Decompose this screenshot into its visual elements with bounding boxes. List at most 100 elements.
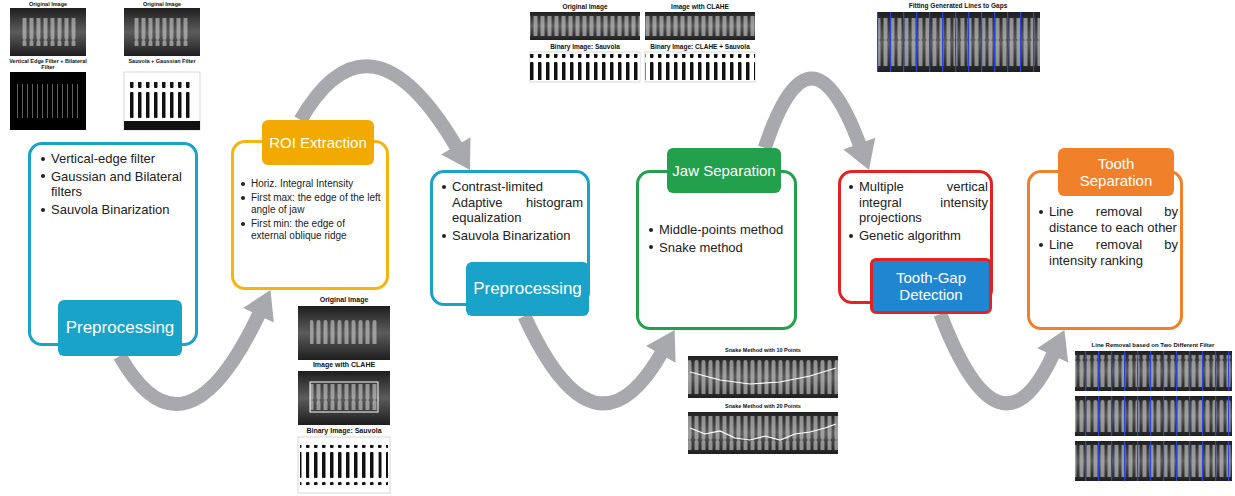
bullet-text: Middle-points method	[659, 222, 783, 237]
bullet-dot	[442, 234, 446, 238]
image-caption: Sauvola + Gaussian Filter	[118, 58, 206, 64]
arrow-head	[243, 290, 274, 323]
stage-tab: Tooth Separation	[1058, 148, 1174, 196]
teeth-band	[688, 360, 838, 394]
stage-tab: Tooth-Gap Detection	[870, 258, 992, 314]
gap-lines	[1075, 396, 1232, 436]
stage-box: PreprocessingVertical-edge filterGaussia…	[28, 142, 198, 356]
xray-ground	[1075, 396, 1232, 436]
bullet-list: Middle-points methodSnake method	[648, 222, 791, 257]
xray-ground	[10, 8, 86, 56]
bullet-text: Snake method	[659, 240, 743, 255]
teeth-band	[530, 16, 640, 36]
binary-ground	[530, 52, 640, 82]
bullet-text: Gaussian and Bilateral filters	[51, 169, 182, 200]
binary-thumbnail	[645, 52, 755, 82]
stage-box: Preprocessing Contrast-limited Adaptive h…	[430, 170, 590, 316]
binary-thumbnail	[530, 52, 640, 82]
binary-thumbnail	[298, 437, 390, 493]
xray-ground	[688, 412, 838, 454]
bullet-list: Horiz. Integral IntensityFirst max: the …	[240, 178, 382, 244]
xray-thumbnail	[298, 306, 390, 360]
binary-teeth	[645, 54, 755, 80]
image-caption: Binary Image: Sauvola	[528, 43, 642, 50]
bullet-item: Vertical-edge filter	[40, 151, 190, 167]
snake-line	[690, 424, 836, 440]
snake-thumbnail	[688, 356, 838, 398]
xray-ground	[1075, 441, 1232, 481]
image-caption: Snake Method with 10 Points	[688, 347, 838, 353]
bullet-item: Line removal by distance to each other	[1038, 204, 1178, 235]
arrow-head	[1037, 330, 1068, 363]
edge-thumbnail	[10, 72, 86, 130]
bullet-text: First max: the edge of the left angle of…	[251, 192, 381, 215]
bullet-item: Genetic algorithm	[848, 228, 988, 244]
image-caption: Original Image	[296, 296, 392, 304]
gap-lines	[1075, 351, 1232, 391]
teeth-band	[20, 18, 76, 46]
bullet-dot	[442, 185, 446, 189]
image-caption: Binary Image: Sauvola	[296, 427, 392, 435]
bullet-item: Sauvola Binarization	[441, 228, 583, 244]
bullet-dot	[849, 234, 853, 238]
arrow-shaft	[524, 316, 661, 403]
bullet-text: Horiz. Integral Intensity	[251, 178, 353, 189]
teeth-band	[134, 18, 190, 46]
bullet-dot	[649, 228, 653, 232]
xray-ground	[124, 8, 200, 56]
bullet-item: First max: the edge of the left angle of…	[240, 192, 382, 216]
stage-tab: Preprocessing	[466, 262, 589, 316]
binary-ground	[645, 52, 755, 82]
stage-title: Tooth-Gap Detection	[878, 269, 984, 304]
xray-ground	[298, 306, 390, 360]
xray-ground	[530, 12, 640, 40]
xray-thumbnail	[10, 8, 86, 56]
bullet-dot	[241, 222, 245, 226]
curved-arrow	[765, 78, 875, 170]
bullet-text: Vertical-edge filter	[51, 151, 155, 166]
snake-thumbnail	[688, 412, 838, 454]
bullet-item: Snake method	[648, 240, 791, 256]
bullet-text: Contrast-limited Adaptive histogram equa…	[452, 179, 583, 225]
image-caption: Vertical Edge Filter + Bilateral Filter	[4, 58, 92, 70]
bullet-item: Contrast-limited Adaptive histogram equa…	[441, 179, 583, 226]
bullet-list: Line removal by distance to each otherLi…	[1038, 204, 1178, 270]
line-removal-thumbnail	[1075, 441, 1232, 481]
binary-teeth	[530, 54, 640, 80]
image-caption: Fitting Generated Lines to Gaps	[873, 2, 1043, 9]
bullet-item: Multiple vertical integral intensity pro…	[848, 179, 988, 226]
gap-lines-thumbnail	[877, 12, 1040, 72]
stage-box: Tooth SeparationLine removal by distance…	[1027, 148, 1183, 330]
stage-title: Jaw Separation	[672, 162, 775, 179]
bullet-item: Line removal by intensity ranking	[1038, 237, 1178, 268]
stage-tab: ROI Extraction	[262, 120, 374, 165]
stage-title: Preprocessing	[473, 279, 582, 299]
binary-ground	[124, 72, 200, 130]
bullet-dot	[41, 208, 45, 212]
roi-box	[310, 382, 378, 412]
arrow-shaft	[765, 78, 860, 148]
bullet-item: Sauvola Binarization	[40, 202, 190, 218]
stage-box: Jaw SeparationMiddle-points methodSnake …	[636, 148, 797, 330]
image-caption: Original Image	[120, 1, 204, 7]
image-caption: Image with CLAHE	[296, 361, 392, 369]
xray-ground	[688, 356, 838, 398]
bullet-dot	[41, 174, 45, 178]
gap-lines	[1075, 441, 1232, 481]
xray-thumbnail	[298, 371, 390, 425]
bullet-list: Contrast-limited Adaptive histogram equa…	[441, 179, 583, 245]
xray-thumbnail	[530, 12, 640, 40]
bullet-item: Middle-points method	[648, 222, 791, 238]
image-caption: Image with CLAHE	[643, 3, 757, 10]
binary-bar	[124, 121, 200, 130]
bullet-dot	[849, 185, 853, 189]
xray-ground	[1075, 351, 1232, 391]
arrow-head	[843, 138, 875, 170]
bullet-dot	[241, 196, 245, 200]
xray-ground	[877, 12, 1040, 72]
bullet-text: Genetic algorithm	[859, 228, 961, 243]
image-caption: Snake Method with 20 Points	[688, 403, 838, 409]
teeth-band	[310, 320, 378, 344]
stage-tab: Jaw Separation	[667, 148, 781, 193]
edge-ground	[10, 72, 86, 130]
